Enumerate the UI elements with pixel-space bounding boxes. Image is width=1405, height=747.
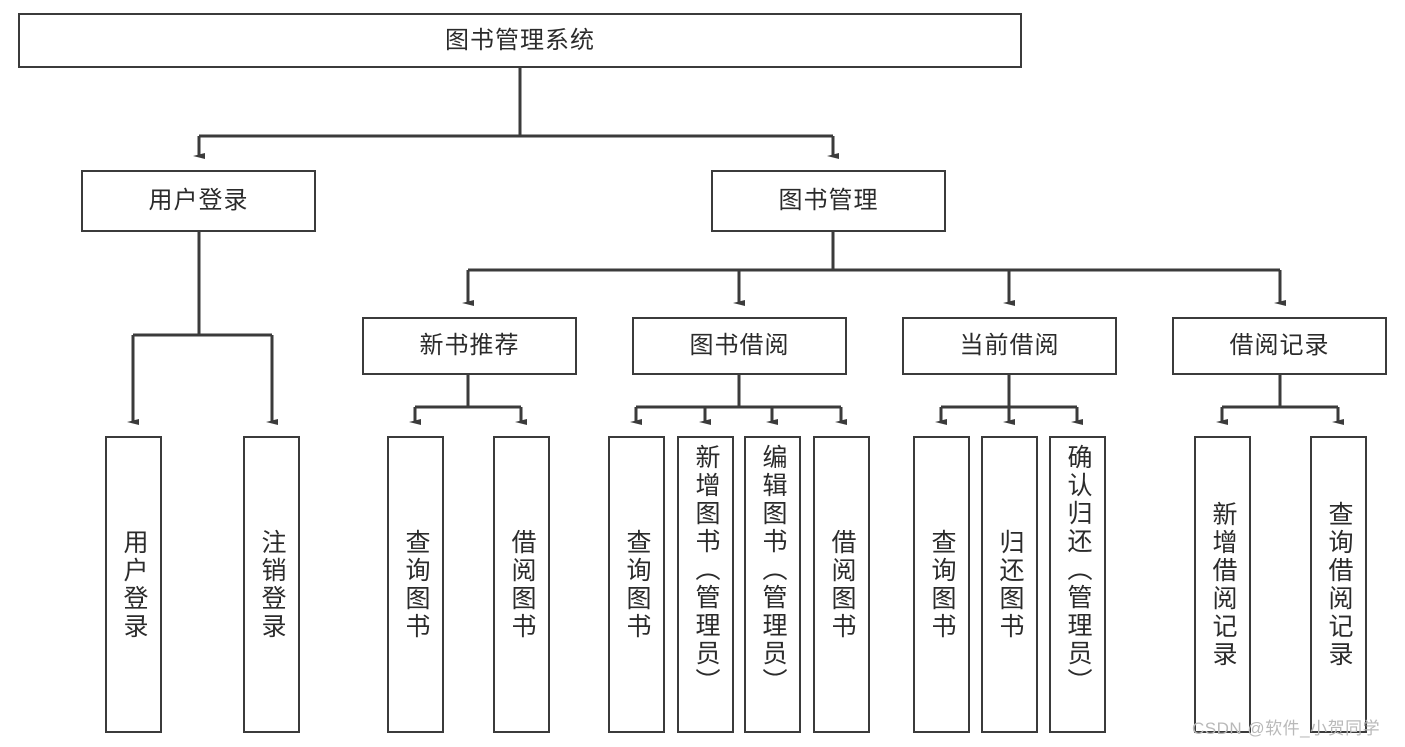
leaf-borrow-book-1-label: 借阅图书 (508, 528, 536, 641)
node-current-borrow-label: 当前借阅 (959, 332, 1060, 359)
leaf-query-book-1-label: 查询图书 (402, 528, 430, 641)
leaf-borrow-book-2-label: 借阅图书 (828, 528, 856, 641)
leaf-add-record-label: 新增借阅记录 (1209, 500, 1237, 669)
leaf-add-book[interactable]: 新增图书（管理员） (677, 436, 734, 733)
leaf-confirm-return[interactable]: 确认归还（管理员） (1049, 436, 1106, 733)
node-new-book-recommend[interactable]: 新书推荐 (362, 317, 577, 375)
node-user-login[interactable]: 用户登录 (81, 170, 316, 232)
node-borrow-record[interactable]: 借阅记录 (1172, 317, 1387, 375)
leaf-query-record[interactable]: 查询借阅记录 (1310, 436, 1367, 733)
leaf-query-book-3[interactable]: 查询图书 (913, 436, 970, 733)
leaf-query-record-label: 查询借阅记录 (1325, 500, 1353, 669)
leaf-confirm-return-label: 确认归还（管理员） (1064, 444, 1092, 696)
leaf-borrow-book-1[interactable]: 借阅图书 (493, 436, 550, 733)
node-book-management[interactable]: 图书管理 (711, 170, 946, 232)
leaf-add-book-label: 新增图书（管理员） (692, 444, 720, 696)
leaf-add-record[interactable]: 新增借阅记录 (1194, 436, 1251, 733)
leaf-logout-login[interactable]: 注销登录 (243, 436, 300, 733)
leaf-query-book-2[interactable]: 查询图书 (608, 436, 665, 733)
leaf-return-book-label: 归还图书 (996, 528, 1024, 641)
node-book-borrow-label: 图书借阅 (689, 332, 790, 359)
node-book-borrow[interactable]: 图书借阅 (632, 317, 847, 375)
node-book-management-label: 图书管理 (778, 187, 879, 214)
leaf-borrow-book-2[interactable]: 借阅图书 (813, 436, 870, 733)
leaf-edit-book-label: 编辑图书（管理员） (759, 444, 787, 696)
node-root[interactable]: 图书管理系统 (18, 13, 1022, 68)
node-user-login-label: 用户登录 (148, 187, 249, 214)
node-root-label: 图书管理系统 (445, 26, 595, 54)
leaf-logout-login-label: 注销登录 (258, 528, 286, 641)
leaf-query-book-2-label: 查询图书 (623, 528, 651, 641)
node-new-book-recommend-label: 新书推荐 (419, 332, 520, 359)
leaf-query-book-3-label: 查询图书 (928, 528, 956, 641)
leaf-return-book[interactable]: 归还图书 (981, 436, 1038, 733)
leaf-user-login-label: 用户登录 (120, 528, 148, 641)
leaf-query-book-1[interactable]: 查询图书 (387, 436, 444, 733)
node-borrow-record-label: 借阅记录 (1229, 332, 1330, 359)
leaf-user-login[interactable]: 用户登录 (105, 436, 162, 733)
node-current-borrow[interactable]: 当前借阅 (902, 317, 1117, 375)
leaf-edit-book[interactable]: 编辑图书（管理员） (744, 436, 801, 733)
